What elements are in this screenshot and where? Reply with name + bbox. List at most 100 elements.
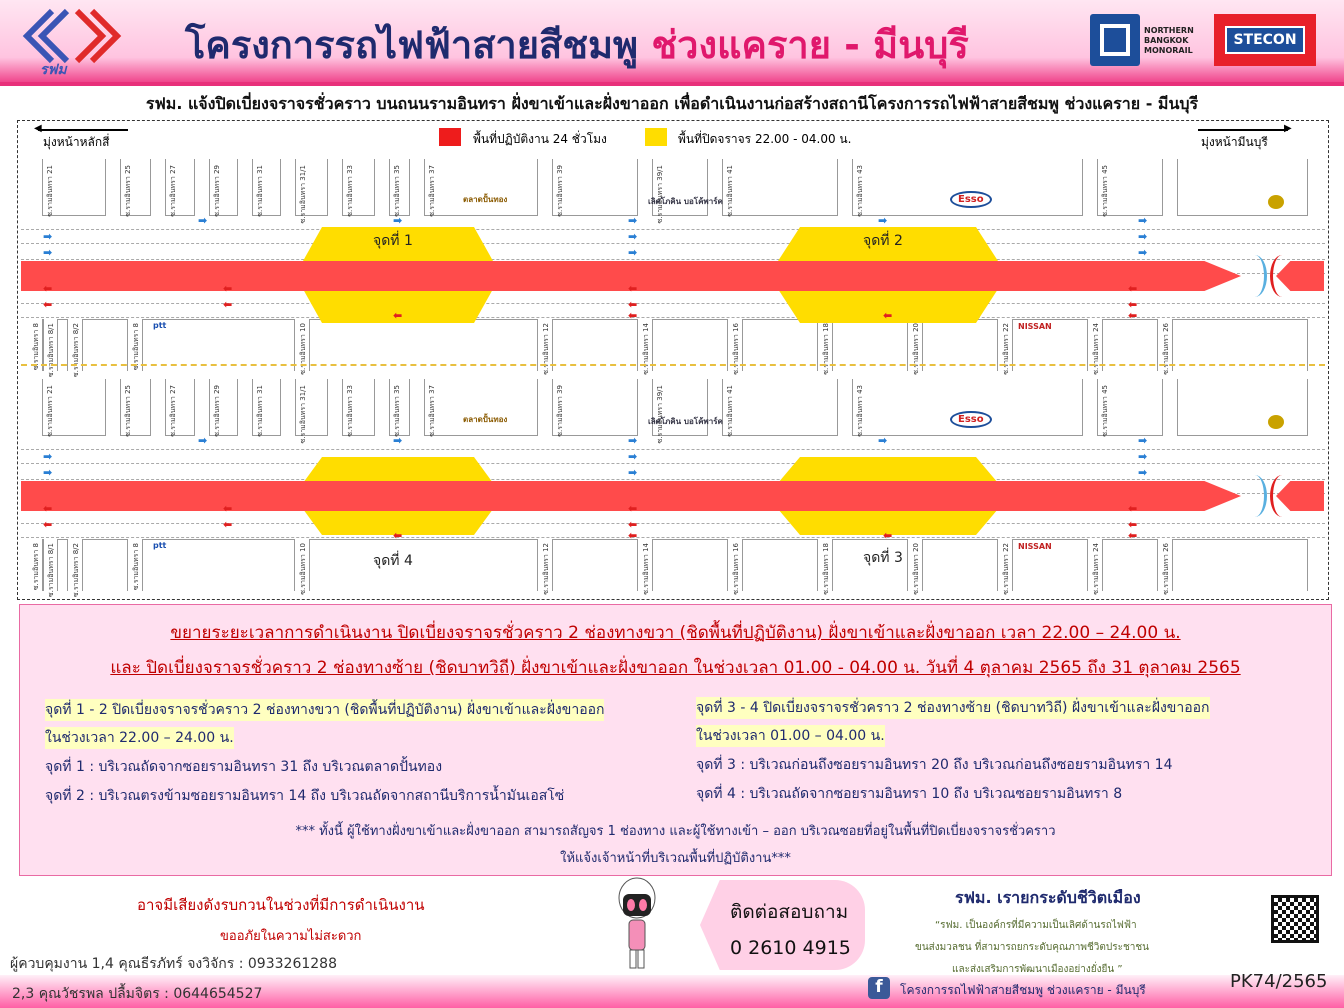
title-main: โครงการรถไฟฟ้าสายสีชมพู <box>185 23 639 67</box>
building-block <box>120 159 151 216</box>
building-block <box>832 319 908 371</box>
legend-swatch-red <box>439 128 461 146</box>
lane-line <box>21 449 1325 450</box>
building-block <box>1177 379 1308 436</box>
legend-label-work: พื้นที่ปฏิบัติงาน 24 ชั่วโมง <box>473 132 607 146</box>
traffic-arrow-right-icon: ➡ <box>1138 434 1148 447</box>
traffic-arrow-right-icon: ➡ <box>1138 214 1148 227</box>
svg-text:รฟม: รฟม <box>40 62 68 76</box>
left-info-line: จุดที่ 1 : บริเวณถัดจากซอยรามอินทรา 31 ถ… <box>45 759 443 775</box>
traffic-arrow-right-icon: ➡ <box>198 214 208 227</box>
traffic-arrow-left-icon: ⬅ <box>883 529 893 542</box>
traffic-arrow-left-icon: ⬅ <box>223 282 233 295</box>
landmark-nissan: NISSAN <box>1018 542 1052 551</box>
soi-label: ซ.รามอินทรา 8 <box>132 543 140 591</box>
building-block <box>82 319 128 371</box>
traffic-arrow-right-icon: ➡ <box>878 214 888 227</box>
traffic-arrow-left-icon: ⬅ <box>883 309 893 322</box>
traffic-arrow-left-icon: ⬅ <box>1128 502 1138 515</box>
work-area <box>21 481 1241 511</box>
soi-label: ซ.รามอินทรา 27 <box>169 385 177 437</box>
traffic-arrow-left-icon: ⬅ <box>628 518 638 531</box>
footer-bar: 2,3 คุณวัชรพล ปลื้มจิตร : 0644654527 f โ… <box>0 971 1344 1008</box>
soi-label: ซ.รามอินทรา 10 <box>299 543 307 595</box>
lane-line <box>21 243 1325 244</box>
soi-label: ซ.รามอินทรา 8/2 <box>72 543 80 598</box>
soi-label: ซ.รามอินทรา 27 <box>169 165 177 217</box>
traffic-arrow-left-icon: ⬅ <box>223 518 233 531</box>
building-block <box>165 159 195 216</box>
soi-label: ซ.รามอินทรา 20 <box>912 543 920 595</box>
traffic-arrow-right-icon: ➡ <box>393 434 403 447</box>
soi-label: ซ.รามอินทรา 43 <box>856 385 864 437</box>
building-block <box>652 379 708 436</box>
traffic-arrow-left-icon: ⬅ <box>223 502 233 515</box>
building-block <box>295 379 328 436</box>
closure-point-label: จุดที่ 2 <box>863 233 903 249</box>
building-block <box>342 159 375 216</box>
closure-zone <box>303 289 493 323</box>
closure-zone <box>778 227 998 261</box>
soi-label: ซ.รามอินทรา 21 <box>46 385 54 437</box>
soi-label: ซ.รามอินทรา 22 <box>1002 543 1010 595</box>
supervisor-contact-1: ผู้ควบคุมงาน 1,4 คุณธีรภัทร์ จงวิจักร : … <box>10 956 337 972</box>
note-line-1: *** ทั้งนี้ ผู้ใช้ทางฝั่งขาเข้าและฝั่งขา… <box>295 824 1056 839</box>
info-box: ขยายระยะเวลาการดำเนินงาน ปิดเบี่ยงจราจรช… <box>19 604 1332 876</box>
building-block <box>652 159 708 216</box>
landmark-market: ตลาดปั้นทอง <box>463 415 508 424</box>
page-title: โครงการรถไฟฟ้าสายสีชมพู ช่วงแคราย - มีนบ… <box>185 14 969 75</box>
soi-label: ซ.รามอินทรา 14 <box>642 543 650 595</box>
traffic-arrow-left-icon: ⬅ <box>628 282 638 295</box>
soi-label: ซ.รามอินทรา 25 <box>124 385 132 437</box>
building-block <box>1012 539 1088 591</box>
building-block <box>424 159 538 216</box>
traffic-arrow-right-icon: ➡ <box>628 230 638 243</box>
header-banner: รฟม โครงการรถไฟฟ้าสายสีชมพู ช่วงแคราย - … <box>0 0 1344 86</box>
soi-label: ซ.รามอินทรา 21 <box>46 165 54 217</box>
traffic-arrow-right-icon: ➡ <box>43 466 53 479</box>
landmark-nissan: NISSAN <box>1018 322 1052 331</box>
traffic-arrow-left-icon: ⬅ <box>393 309 403 322</box>
soi-label: ซ.รามอินทรา 33 <box>346 165 354 217</box>
facebook-page-link[interactable]: โครงการรถไฟฟ้าสายสีชมพู ช่วงแคราย - มีนบ… <box>900 983 1146 997</box>
building-block <box>165 379 195 436</box>
lane-line <box>21 479 1325 480</box>
inquiry-phone[interactable]: 0 2610 4915 <box>730 937 851 959</box>
building-block <box>832 539 908 591</box>
soi-label: ซ.รามอินทรา 31/1 <box>299 165 307 224</box>
building-block <box>652 319 728 371</box>
building-block <box>722 159 838 216</box>
soi-label: ซ.รามอินทรา 16 <box>732 543 740 595</box>
building-block <box>82 539 128 591</box>
closure-zone <box>778 509 998 535</box>
building-block <box>1172 319 1308 371</box>
traffic-arrow-right-icon: ➡ <box>1138 230 1148 243</box>
building-block <box>922 319 998 371</box>
mascot-icon <box>618 877 656 969</box>
traffic-arrow-left-icon: ⬅ <box>43 282 53 295</box>
soi-label: ซ.รามอินทรา 29 <box>213 165 221 217</box>
traffic-arrow-right-icon: ➡ <box>393 214 403 227</box>
soi-label: ซ.รามอินทรา 39 <box>556 165 564 217</box>
police-emblem-icon <box>1268 415 1284 429</box>
soi-label: ซ.รามอินทรา 18 <box>822 543 830 595</box>
traffic-arrow-right-icon: ➡ <box>628 434 638 447</box>
closure-zone <box>303 227 493 261</box>
slogan-line: และส่งเสริมการพัฒนาเมืองอย่างยั่งยืน ” <box>952 964 1123 975</box>
u-turn-icon <box>1270 475 1294 517</box>
left-info-line: ในช่วงเวลา 22.00 – 24.00 น. <box>45 727 234 749</box>
lane-line <box>21 523 1325 524</box>
traffic-arrow-left-icon: ⬅ <box>1128 309 1138 322</box>
direction-left-label: มุ่งหน้าหลักสี่ <box>43 135 110 149</box>
landmark-esso: Esso <box>950 411 992 428</box>
qr-code-icon[interactable] <box>1271 895 1319 943</box>
facebook-icon[interactable]: f <box>868 977 890 999</box>
closure-point-label: จุดที่ 4 <box>373 553 413 569</box>
building-block <box>252 379 281 436</box>
building-block <box>552 379 638 436</box>
traffic-arrow-right-icon: ➡ <box>198 434 208 447</box>
building-block <box>252 159 281 216</box>
traffic-arrow-right-icon: ➡ <box>628 450 638 463</box>
traffic-arrow-left-icon: ⬅ <box>628 502 638 515</box>
building-block <box>1097 379 1163 436</box>
